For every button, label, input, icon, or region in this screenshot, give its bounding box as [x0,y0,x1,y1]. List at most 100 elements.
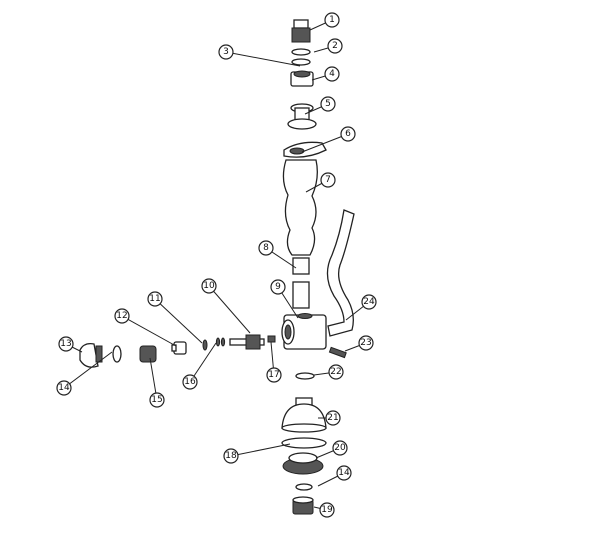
callout-19: 19 [313,502,335,518]
callout-circle [340,126,356,142]
leader-line [189,342,217,383]
callout-number: 11 [149,294,160,304]
callout-number: 5 [325,99,331,109]
callout-number: 14 [58,383,70,393]
callout-circle [320,96,336,112]
part-17-small-nut [267,335,276,343]
callout-circle [324,66,340,82]
callout-14: 14 [317,465,352,487]
callout-number: 14 [338,468,350,478]
callout-number: 13 [60,339,71,349]
callout-6: 6 [301,126,356,153]
part-12-plug [171,341,187,355]
callout-number: 23 [360,338,371,348]
callout-number: 15 [151,395,162,405]
callout-11: 11 [147,291,203,344]
callout-18: 18 [223,443,291,464]
part-1-fitting [291,19,311,43]
callout-10: 10 [201,278,251,334]
callout-circle [201,278,217,294]
callout-circle [324,12,340,28]
callout-14: 14 [56,351,113,396]
callout-15: 15 [149,357,165,408]
callout-circle [336,465,352,481]
callout-20: 20 [315,440,348,459]
callout-circle [258,240,274,256]
callout-circle [182,374,198,390]
part-7-handle-grip [282,159,318,256]
callout-number: 12 [116,311,127,321]
callout-4: 4 [311,66,340,82]
callout-number: 3 [223,47,229,57]
callout-24: 24 [345,294,377,321]
callout-3: 3 [218,44,301,67]
callout-16: 16 [182,342,217,390]
part-14-washer [295,483,313,491]
callout-number: 9 [275,282,281,292]
part-13-cap [79,342,103,368]
callout-circle [332,440,348,456]
callout-circle [58,336,74,352]
callout-number: 6 [345,129,351,139]
callout-21: 21 [318,410,341,426]
callout-circle [319,502,335,518]
callout-number: 7 [325,175,331,185]
callout-circle [223,448,239,464]
part-11-ring [202,339,208,351]
leader-line [121,315,177,347]
part-6-flange [283,141,327,158]
callout-13: 13 [58,336,83,353]
part-5-collar [287,103,317,130]
part-24-lever [326,209,355,337]
part-16-orings [215,337,226,347]
part-10-valve-stem [229,334,265,350]
callout-number: 2 [332,41,338,51]
part-22-oring [295,372,315,380]
callout-circle [270,279,286,295]
part-2-oring [291,48,311,56]
part-14-washer-left [112,345,122,363]
callout-5: 5 [304,96,336,115]
callout-number: 21 [327,413,338,423]
callout-number: 18 [225,451,237,461]
callout-number: 17 [268,370,279,380]
callout-23: 23 [344,335,374,352]
part-9-valve-body [281,313,327,350]
callout-number: 16 [184,377,196,387]
callout-7: 7 [305,172,336,193]
callout-number: 1 [329,15,335,25]
callout-17: 17 [266,341,282,383]
part-8-tube [292,257,310,309]
part-18-oring [281,437,327,449]
part-20-gear [282,452,324,475]
callout-circle [114,308,130,324]
leader-line [301,133,349,153]
leader-line [208,285,251,334]
callout-number: 20 [334,443,346,453]
callout-circle [328,364,344,380]
part-19-nut [292,496,314,515]
callout-circle [361,294,377,310]
part-23-pin [328,346,347,359]
part-15-spring [139,345,157,363]
callout-circle [358,335,374,351]
callout-2: 2 [313,38,343,54]
callout-circle [320,172,336,188]
callout-12: 12 [114,308,177,347]
callout-number: 22 [330,367,341,377]
callout-number: 4 [329,69,335,79]
callouts: 1234567891011121314151617181920212223241… [56,12,377,518]
callout-number: 10 [203,281,215,291]
part-4-nut [290,70,314,87]
callout-circle [147,291,163,307]
callout-number: 19 [321,505,333,515]
callout-22: 22 [313,364,344,380]
part-21-dome [281,397,327,433]
callout-circle [56,380,72,396]
callout-8: 8 [258,240,297,269]
leader-line [63,351,113,389]
callout-circle [327,38,343,54]
callout-circle [325,410,341,426]
callout-9: 9 [270,279,299,319]
